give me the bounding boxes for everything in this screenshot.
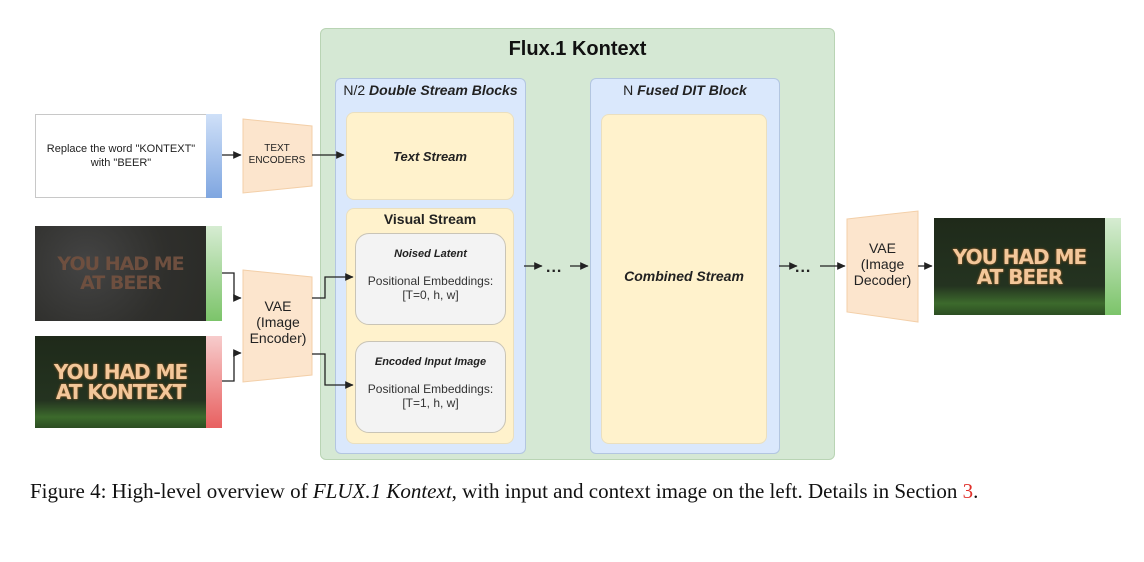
text-encoders-label: TEXT ENCODERS xyxy=(248,143,306,166)
double-stream-count: N/2 xyxy=(343,82,370,98)
text-stream-box: Text Stream xyxy=(346,112,514,200)
context-color-strip xyxy=(206,336,222,428)
context-image-text-2: AT KONTEXT xyxy=(55,380,186,404)
text-encoder-shape xyxy=(242,118,313,194)
caption-label: Figure 4: High-level overview of xyxy=(30,479,313,503)
fused-dit-title: N Fused DIT Block xyxy=(590,82,780,98)
noised-latent-pos-embed: Positional Embeddings:[T=0, h, w] xyxy=(356,274,505,302)
output-image: YOU HAD ME AT BEER xyxy=(934,218,1105,315)
context-image: YOU HAD ME AT KONTEXT xyxy=(35,336,206,428)
ellipsis-2: ... xyxy=(795,259,812,276)
vae-decoder-shape xyxy=(846,210,919,323)
noised-pos-value: [T=0, h, w] xyxy=(402,288,459,302)
arrow-noised-to-vae xyxy=(222,272,242,302)
noised-image-text-1: YOU HAD ME xyxy=(57,252,184,275)
caption-text: , with input and context image on the le… xyxy=(451,479,963,503)
double-stream-title: N/2 Double Stream Blocks xyxy=(335,82,526,98)
caption-model-name: FLUX.1 Kontext xyxy=(312,479,452,503)
vae-encoder-label: VAE (Image Encoder) xyxy=(249,298,307,346)
caption-end: . xyxy=(973,479,979,503)
flux-kontext-title: Flux.1 Kontext xyxy=(508,38,647,60)
noised-latent-box: Noised Latent Positional Embeddings:[T=0… xyxy=(355,233,506,325)
combined-stream-label: Combined Stream xyxy=(624,268,744,284)
noised-image-text-2: AT BEER xyxy=(80,271,162,294)
output-image-text-1: YOU HAD ME xyxy=(952,244,1087,269)
section-reference-link[interactable]: 3 xyxy=(962,479,974,503)
arrow-vae-to-encoded-input xyxy=(312,353,354,389)
encoded-pos-label: Positional Embeddings: xyxy=(367,382,494,396)
output-color-strip xyxy=(1105,218,1121,315)
noised-color-strip xyxy=(206,226,222,321)
encoded-input-box: Encoded Input Image Positional Embedding… xyxy=(355,341,506,433)
noised-image: YOU HAD ME AT BEER xyxy=(35,226,206,321)
encoded-input-title: Encoded Input Image xyxy=(374,356,487,368)
noised-pos-label: Positional Embeddings: xyxy=(367,274,494,288)
prompt-color-strip xyxy=(206,114,222,198)
encoded-input-pos-embed: Positional Embeddings:[T=1, h, w] xyxy=(356,382,505,410)
ellipsis-1: ... xyxy=(546,259,563,276)
visual-stream-title: Visual Stream xyxy=(383,211,477,227)
arrow-context-to-vae xyxy=(222,349,242,382)
double-stream-name: Double Stream Blocks xyxy=(369,82,518,98)
noised-latent-title: Noised Latent xyxy=(394,248,467,260)
encoded-pos-value: [T=1, h, w] xyxy=(402,396,459,410)
fused-count: N xyxy=(623,82,638,98)
output-image-text-2: AT BEER xyxy=(976,264,1063,289)
combined-stream-box xyxy=(601,114,767,444)
context-image-text-1: YOU HAD ME xyxy=(53,360,188,384)
arrow-vae-to-noised-latent xyxy=(312,273,354,299)
text-stream-label: Text Stream xyxy=(393,148,467,164)
fused-name: Fused DIT Block xyxy=(637,82,747,98)
vae-encoder-shape xyxy=(242,269,313,383)
vae-decoder-label: VAE (Image Decoder) xyxy=(853,240,912,288)
text-prompt: Replace the word "KONTEXT" with "BEER" xyxy=(46,143,196,169)
figure-caption: Figure 4: High-level overview of FLUX.1 … xyxy=(30,478,1130,504)
